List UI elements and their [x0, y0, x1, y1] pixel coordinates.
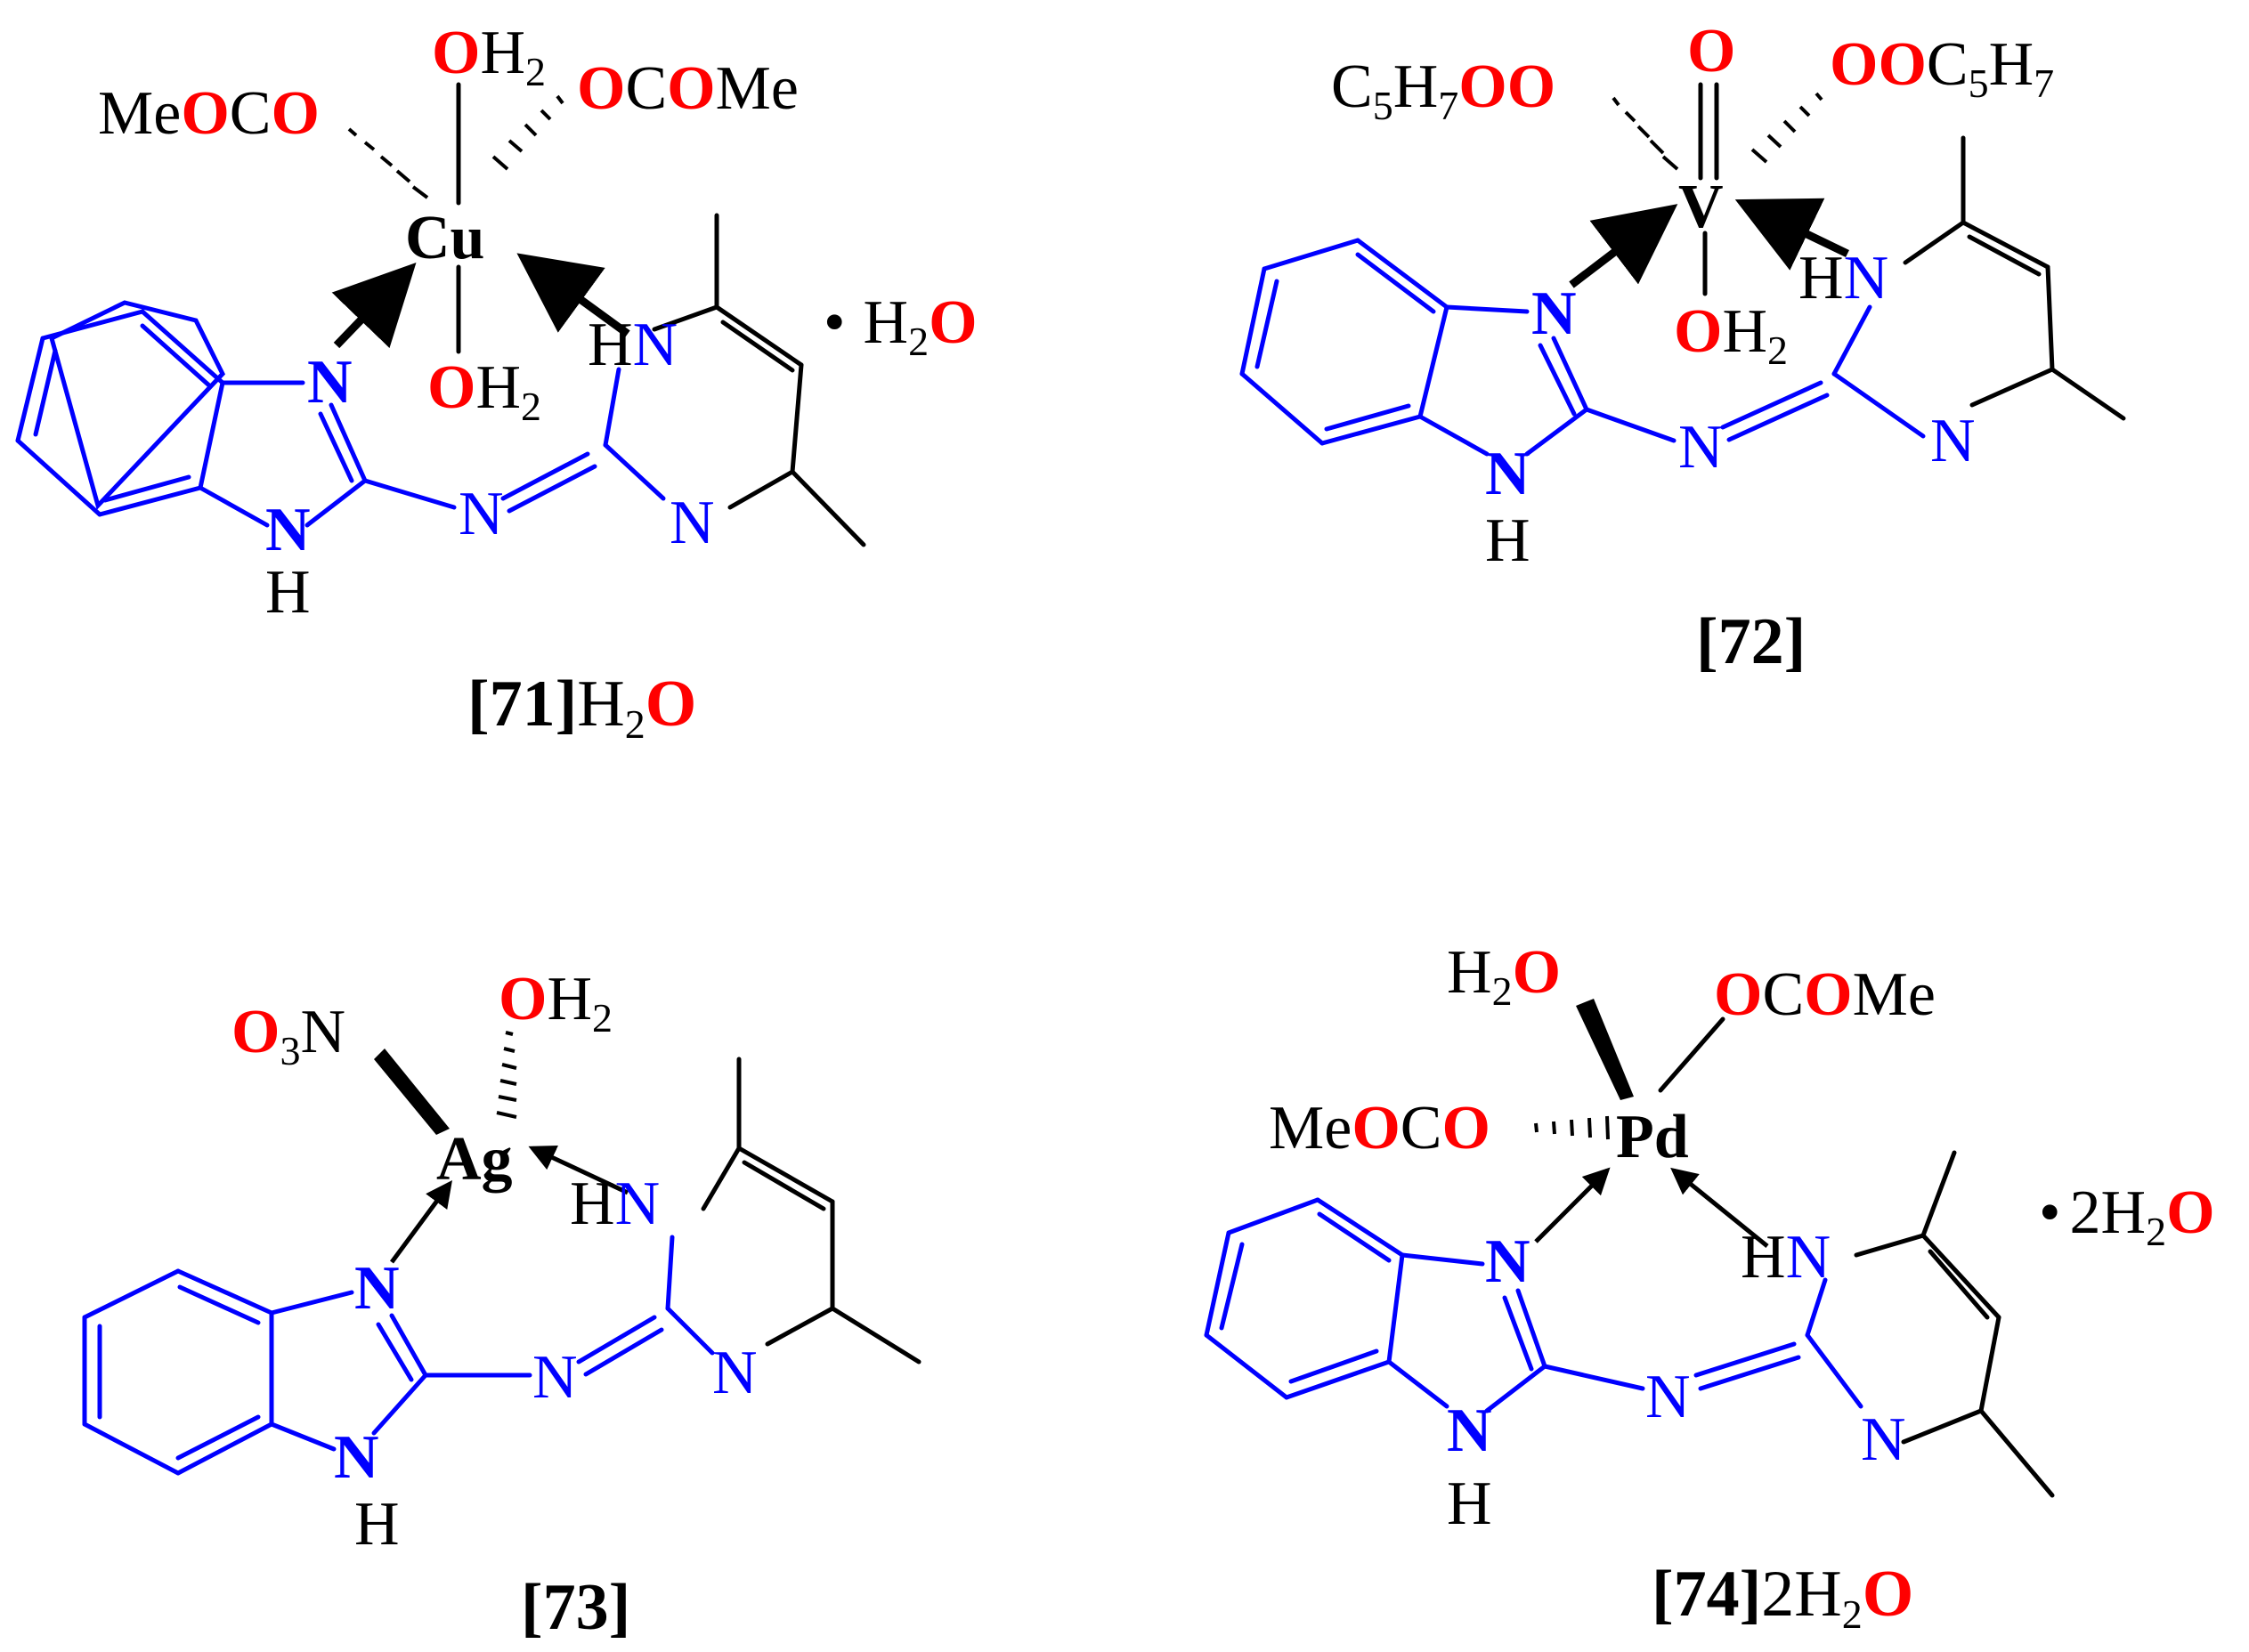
oxo-72: O [1687, 17, 1735, 85]
imidazole-h-72: H [1485, 506, 1530, 575]
acac-left-72: C5H7OO [1331, 53, 1555, 128]
caption-73: [73] [521, 1571, 630, 1644]
wedge-bond-73 [374, 1049, 450, 1135]
pyrimidine-n-72: N [1930, 407, 1976, 475]
acetate-right-71: OCOMe [577, 54, 799, 123]
imidazole-n1-72: N [1485, 440, 1530, 508]
aqua-73: OH2 [499, 965, 613, 1041]
caption-71: [71]H2O [467, 668, 696, 747]
imidazole-h-74: H [1447, 1470, 1492, 1538]
imidazole-n3-71: N [307, 348, 353, 417]
complex-74: Pd H2O OCOMe MeOCO N N H N HN N •2H2O [7… [1204, 938, 2215, 1637]
acetate-right-74: OCOMe [1714, 960, 1936, 1029]
aqua-72: OH2 [1674, 297, 1788, 373]
exocyclic-n-72: N [1678, 413, 1724, 482]
complex-72: V O C5H7OO OOC5H7 OH2 N N H N HN N [72] [1239, 17, 2126, 678]
pyrimidine-n-73: N [712, 1339, 758, 1407]
aqua-bottom-71: OH2 [427, 353, 541, 429]
nitrate-73: O3N [231, 998, 345, 1073]
exocyclic-n-74: N [1645, 1363, 1691, 1431]
caption-72: [72] [1696, 605, 1806, 678]
imidazole-n3-72: N [1531, 279, 1577, 348]
pyrimidine-hn-74: HN [1741, 1223, 1831, 1292]
metal-ag-73: Ag [436, 1125, 513, 1194]
hydrate-71: •H2O [824, 288, 978, 364]
metal-cu-71: Cu [405, 204, 484, 272]
imidazole-n3-74: N [1485, 1227, 1530, 1296]
caption-74: [74]2H2O [1652, 1558, 1913, 1637]
hydrate-74: •2H2O [2039, 1178, 2215, 1254]
benzene-ring-71 [49, 300, 226, 510]
imidazole-n1-74: N [1447, 1397, 1492, 1465]
wedge-bond-74 [1576, 999, 1634, 1100]
imidazole-h-71: H [265, 558, 311, 627]
acac-right-72: OOC5H7 [1830, 30, 2054, 106]
pyrimidine-hn-73: HN [570, 1170, 660, 1238]
aqua-74: H2O [1447, 938, 1561, 1014]
pyrimidine-n-71: N [670, 489, 715, 557]
exocyclic-n-73: N [532, 1343, 578, 1412]
pyrimidine-hn-72: HN [1798, 244, 1888, 312]
complex-71: Cu MeOCO OH2 OCOMe OH2 N N H N HN N •H2O… [15, 19, 978, 747]
imidazole-n3-73: N [354, 1254, 400, 1323]
metal-v-72: V [1678, 173, 1724, 241]
metal-pd-74: Pd [1616, 1103, 1689, 1171]
imidazole-h-73: H [354, 1490, 400, 1559]
imidazole-n1-73: N [334, 1423, 379, 1492]
pyrimidine-n-74: N [1861, 1405, 1906, 1474]
exocyclic-n-71: N [459, 480, 504, 548]
acetate-left-74: MeOCO [1269, 1094, 1490, 1162]
complex-73: Ag O3N OH2 N N H N HN N [73] [82, 965, 922, 1644]
acetate-left-71: MeOCO [98, 79, 320, 148]
imidazole-n1-71: N [265, 496, 311, 564]
pyrimidine-hn-71: HN [588, 311, 678, 379]
aqua-top-71: OH2 [432, 19, 546, 94]
